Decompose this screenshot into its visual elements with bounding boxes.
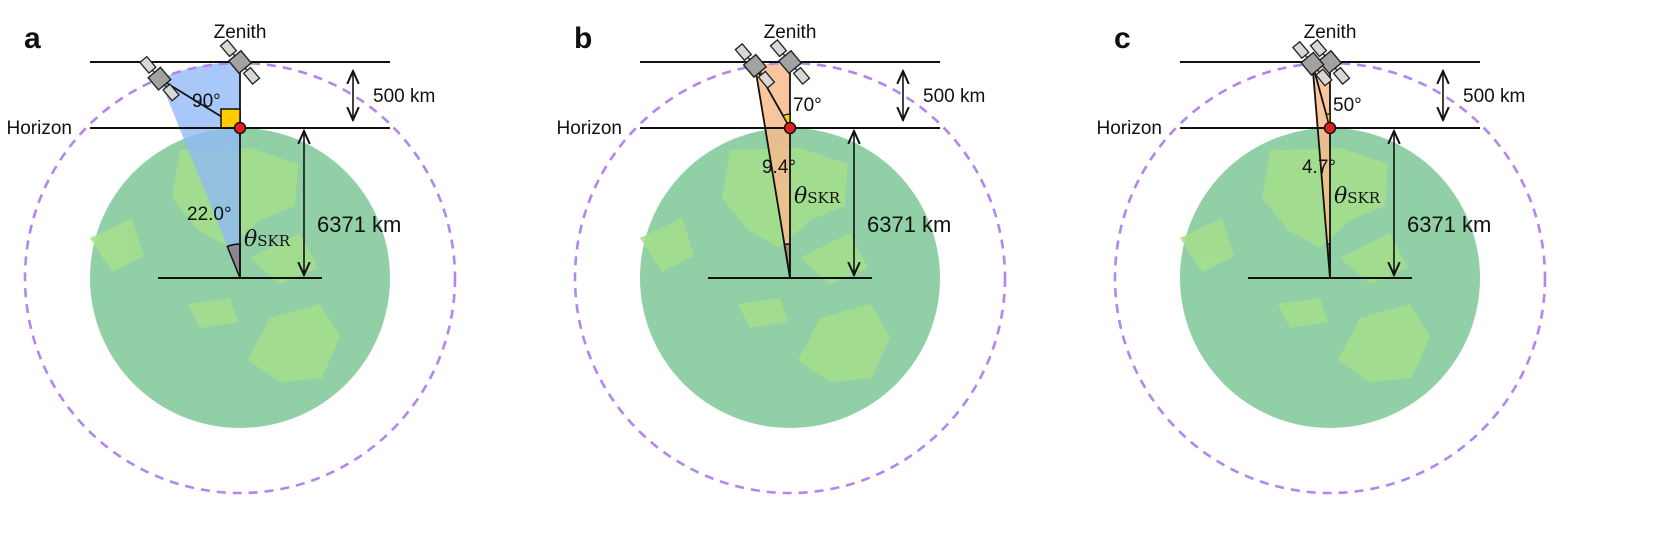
theta-skr-label: θSKR [244, 227, 291, 252]
skr-angle-label: 9.4° [762, 157, 796, 178]
satellite-body [147, 66, 172, 91]
satellite-body [1300, 51, 1325, 76]
skr-angle-label: 4.7° [1302, 157, 1336, 178]
satellite-body [1317, 49, 1343, 75]
theta-subscript: SKR [1347, 189, 1380, 207]
continent-shape [640, 218, 694, 272]
skr-angle-label: 22.0° [187, 204, 232, 225]
satellite-body [227, 49, 253, 75]
ground-station-dot [233, 121, 247, 135]
solar-panel [162, 83, 180, 102]
satellite-body [777, 49, 803, 75]
altitude-label: 500 km [923, 86, 985, 107]
radial-line [753, 65, 791, 279]
continent-shape [1180, 218, 1234, 272]
theta-skr-label: θSKR [1334, 184, 1381, 209]
panel-letter: c [1114, 22, 1131, 55]
solar-panel [1291, 40, 1310, 60]
horizon-satellite [734, 42, 776, 89]
continent-shape [90, 218, 144, 272]
horizon-label: Horizon [7, 118, 72, 139]
solar-panel [1309, 39, 1328, 58]
continent-shape [1338, 304, 1430, 382]
satellite-body [742, 53, 768, 79]
solar-panel [757, 70, 776, 89]
theta-symbol: θ [244, 227, 257, 252]
continent-shape [798, 304, 890, 382]
altitude-label: 500 km [1463, 86, 1525, 107]
zenith-label: Zenith [764, 22, 817, 43]
elevation-angle-label: 90° [192, 91, 221, 112]
radius-label: 6371 km [317, 212, 401, 237]
ground-station-dot [783, 121, 797, 135]
continent-shape [248, 304, 340, 382]
theta-skr-label: θSKR [794, 184, 841, 209]
radius-label: 6371 km [867, 212, 951, 237]
solar-panel [734, 42, 753, 62]
zenith-satellite [219, 39, 261, 85]
continent-shape [1278, 298, 1328, 328]
zenith-satellite [1309, 39, 1351, 85]
panel-letter: b [574, 22, 592, 55]
horizon-label: Horizon [1097, 118, 1162, 139]
horizon-satellite [139, 55, 180, 102]
solar-panel [242, 66, 261, 85]
elevation-angle-label: 70° [793, 95, 822, 116]
theta-symbol: θ [1334, 184, 1347, 209]
altitude-label: 500 km [373, 86, 435, 107]
zenith-label: Zenith [214, 22, 267, 43]
radius-label: 6371 km [1407, 212, 1491, 237]
solar-panel [792, 66, 811, 85]
theta-subscript: SKR [807, 189, 840, 207]
continent-shape [188, 298, 238, 328]
elevation-angle-label: 50° [1333, 95, 1362, 116]
theta-subscript: SKR [257, 232, 290, 250]
solar-panel [1315, 68, 1333, 87]
panel-letter: a [24, 22, 41, 55]
solar-panel [769, 39, 788, 58]
horizon-label: Horizon [557, 118, 622, 139]
radial-line [1311, 63, 1331, 279]
zenith-label: Zenith [1304, 22, 1357, 43]
solar-panel [139, 55, 157, 75]
ground-station-dot [1323, 121, 1337, 135]
solar-panel [219, 39, 238, 58]
theta-symbol: θ [794, 184, 807, 209]
horizon-satellite [1291, 40, 1333, 87]
solar-panel [1332, 66, 1351, 85]
continent-shape [738, 298, 788, 328]
zenith-satellite [769, 39, 811, 85]
